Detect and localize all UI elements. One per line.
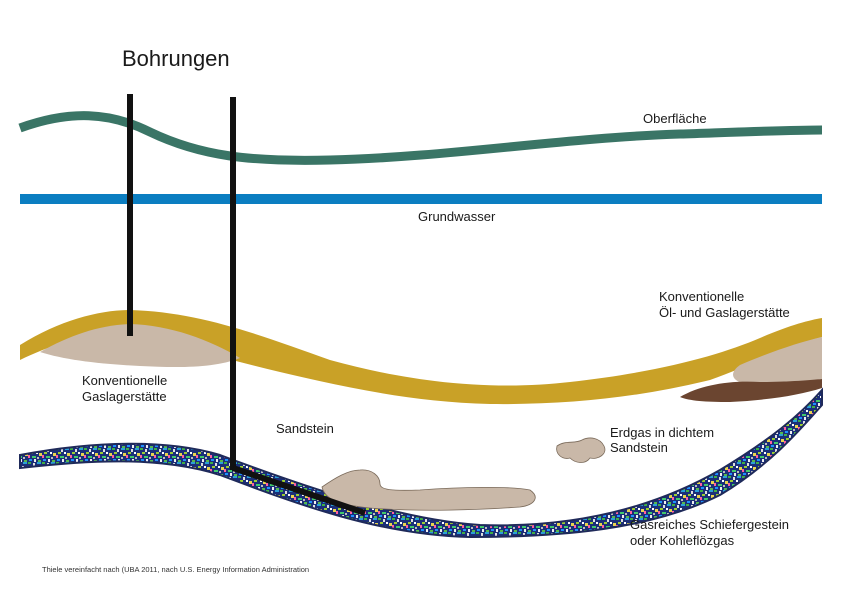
reservoir-layer [20, 310, 822, 405]
conventional-gas-label-line2: Gaslagerstätte [82, 389, 167, 404]
diagram-title: Bohrungen [122, 46, 230, 71]
groundwater-band [20, 194, 822, 204]
tight-gas-label-line2: Sandstein [610, 440, 668, 455]
source-credit: Thiele vereinfacht nach (UBA 2011, nach … [42, 565, 310, 574]
shale-label-line1: Gasreiches Schiefergestein [630, 517, 789, 532]
borehole-horizontal-leg [232, 465, 366, 516]
sandstone-label: Sandstein [276, 421, 334, 436]
surface-label: Oberfläche [643, 111, 707, 126]
conventional-gas-label-line1: Konventionelle [82, 373, 168, 388]
shale-gas-pocket [321, 469, 536, 511]
tight-gas-label-line1: Erdgas in dichtem [610, 425, 715, 440]
groundwater-label: Grundwasser [418, 209, 496, 224]
conventional-oil-gas-gas-cap [733, 337, 822, 384]
shale-label-line2: oder Kohleflözgas [630, 533, 735, 548]
conventional-oil-deposit [680, 379, 822, 402]
shale-layer [19, 387, 823, 539]
tight-gas-deposit [556, 437, 606, 463]
conventional-gas-deposit [40, 324, 240, 368]
conventional-oil-gas-label-line1: Konventionelle [659, 289, 745, 304]
conventional-oil-gas-label-line2: Öl- und Gaslagerstätte [659, 305, 790, 320]
